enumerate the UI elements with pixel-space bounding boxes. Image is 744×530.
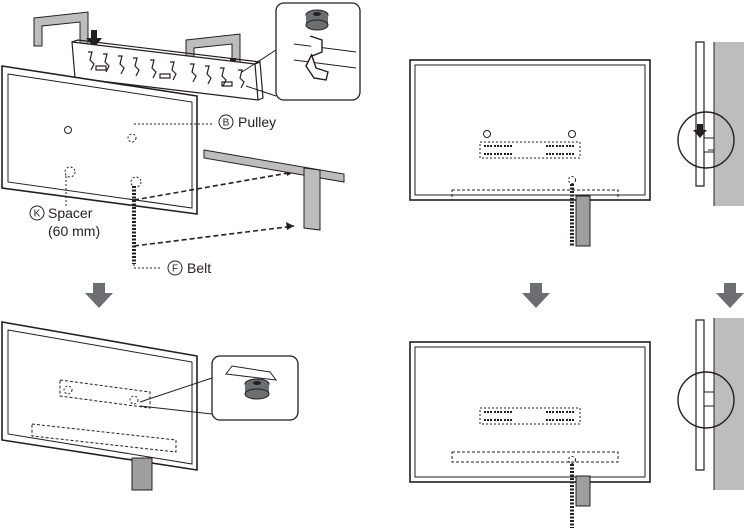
belt-end [132,458,152,490]
spacer-label: Spacer [48,205,93,221]
down-arrow-icon [85,283,113,308]
step-1-attach-bracket: B Pulley K Spacer (60 mm) F Belt [2,3,360,276]
pulley-icon [306,10,328,30]
pulley-label: Pulley [238,114,276,130]
step-2-bracket-attached [2,322,298,490]
down-arrow-icon [693,124,707,138]
spacer-letter: K [34,209,41,220]
belt-label: Belt [187,260,211,276]
spacer-size: (60 mm) [48,223,100,239]
step-1-side-view [678,42,744,206]
step-2-front-view [410,342,650,528]
zoom-detail-hook [276,3,360,100]
zoom-detail-pulley [212,356,298,420]
step-1-front-view [410,60,650,246]
down-arrow-icon [522,283,550,308]
step-2-side-view [678,318,744,490]
belt-letter: F [172,264,178,275]
down-arrow-icon [716,283,744,308]
wall-strap [304,168,320,230]
pulley-letter: B [223,118,230,129]
wall-plate [204,150,344,182]
